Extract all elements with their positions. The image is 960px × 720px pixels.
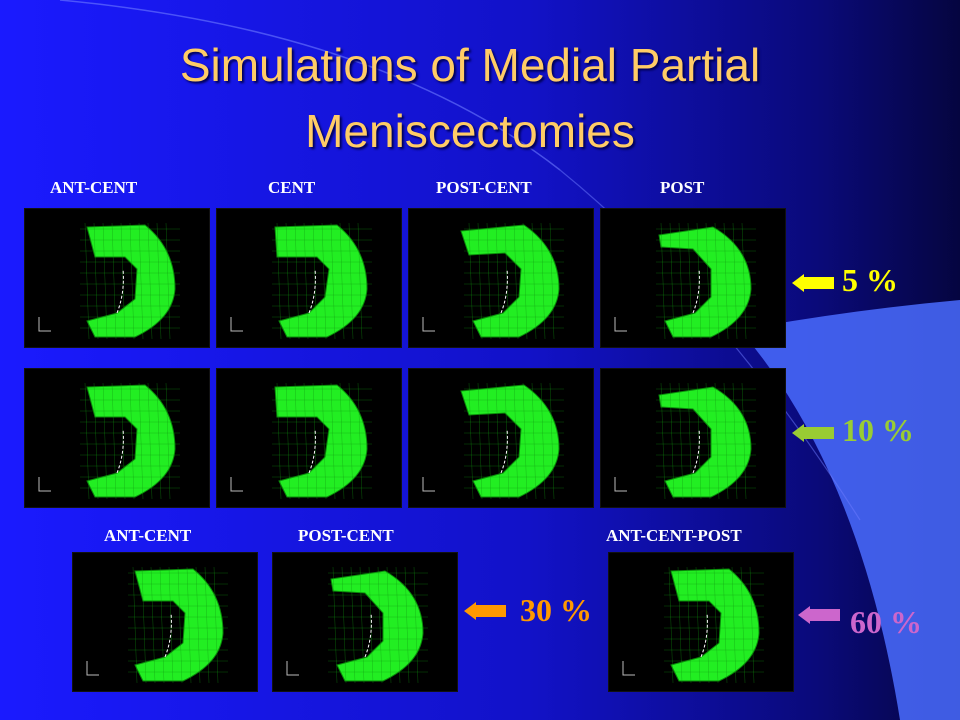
meniscus-mesh-drawing [614,222,756,340]
meniscus-mesh-drawing [38,222,180,340]
meniscus-mesh-drawing [38,382,180,500]
meniscus-mesh-drawing [614,382,756,500]
column-label-post-cent: POST-CENT [436,178,532,197]
meniscus-mesh-drawing [422,382,564,500]
meniscus-mesh-drawing [286,566,428,684]
percentage-label-60: 60 % [850,604,922,640]
mesh-image-60pct-ant-cent-post [608,552,794,692]
column-label-cent: CENT [268,178,316,197]
column-label-ant-cent: ANT-CENT [50,178,138,197]
percentage-label-30: 30 % [520,592,592,628]
column-label-30pct-ant-cent: ANT-CENT [104,526,192,545]
mesh-image-5pct-post-cent [408,208,594,348]
mesh-image-30pct-post-cent [272,552,458,692]
mesh-image-10pct-post [600,368,786,508]
mesh-image-10pct-cent [216,368,402,508]
arrow-10pct-icon [792,424,834,442]
mesh-image-5pct-post [600,208,786,348]
column-label-30pct-post-cent: POST-CENT [298,526,394,545]
mesh-image-5pct-ant-cent [24,208,210,348]
arrow-5pct-icon [792,274,834,292]
slide-title-line-2: Meniscectomies [305,105,635,157]
arrow-30pct-icon [464,602,506,620]
mesh-image-5pct-cent [216,208,402,348]
column-label-post: POST [660,178,705,197]
percentage-label-5: 5 % [842,262,898,298]
column-label-60pct-ant-cent-post: ANT-CENT-POST [606,526,742,545]
mesh-image-10pct-ant-cent [24,368,210,508]
slide-title-line-1: Simulations of Medial Partial [179,39,761,91]
meniscus-mesh-drawing [230,382,372,500]
meniscus-mesh-drawing [622,566,764,684]
meniscus-mesh-drawing [86,566,228,684]
arrow-60pct-icon [798,606,840,624]
mesh-image-30pct-ant-cent [72,552,258,692]
meniscus-mesh-drawing [422,222,564,340]
meniscus-mesh-drawing [230,222,372,340]
mesh-image-10pct-post-cent [408,368,594,508]
percentage-label-10: 10 % [842,412,914,448]
